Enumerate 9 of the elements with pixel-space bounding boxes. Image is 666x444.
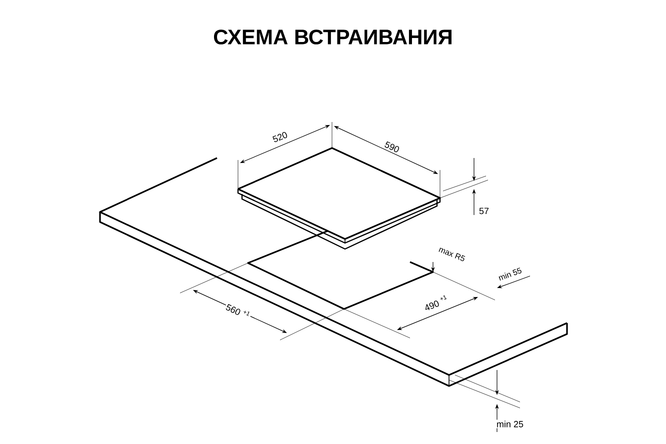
dimension-label: 520 — [270, 130, 290, 144]
dimension-label: min 55 — [496, 266, 524, 282]
dimension-label: max R5 — [436, 244, 468, 264]
dimension-label: min 25 — [496, 420, 525, 428]
dimension-label: 57 — [478, 206, 490, 216]
dimension-label: 590 — [382, 140, 402, 154]
dimension-label: 560 $^{+1}$ — [224, 300, 252, 322]
dimension-label: 490 $^{+1}$ — [422, 293, 450, 313]
title: СХЕМА ВСТРАИВАНИЯ — [214, 30, 452, 44]
